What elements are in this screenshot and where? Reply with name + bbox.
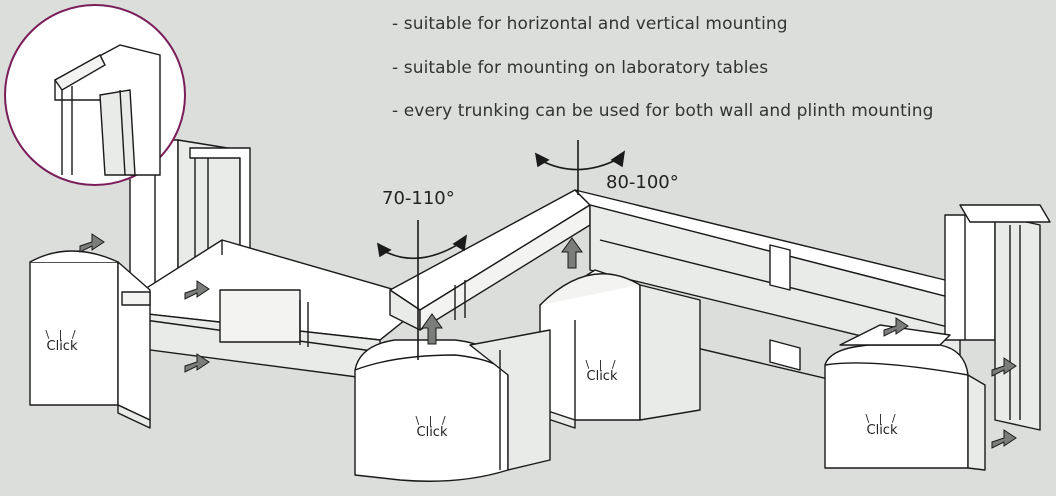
click-rays-icon: \ | / (415, 414, 449, 427)
click-label-corner-piece: \ | / Click (402, 414, 462, 440)
zoom-callout (4, 4, 186, 186)
click-label-center-cover: \ | / Click (572, 358, 632, 384)
assembly-arrow-icon (184, 353, 210, 373)
click-rays-icon: \ | / (45, 328, 79, 341)
assembly-arrow-icon (991, 357, 1017, 377)
click-rays-icon: \ | / (585, 358, 619, 371)
right-horizontal-trunking (574, 189, 961, 411)
right-end-cap (824, 324, 986, 471)
rotation-axes (376, 140, 626, 360)
assembly-arrow-icon (79, 233, 105, 253)
feature-line-1: - suitable for horizontal and vertical m… (392, 14, 788, 34)
feature-line-2: - suitable for mounting on laboratory ta… (392, 58, 769, 78)
click-label-right-cap: \ | / Click (852, 412, 912, 438)
center-raised-trunking (389, 189, 591, 331)
feature-line-3: - every trunking can be used for both wa… (392, 101, 934, 121)
click-rays-icon: \ | / (865, 412, 899, 425)
click-label-left-cap: \ | / Click (32, 328, 92, 354)
center-left-corner-piece (354, 329, 551, 482)
left-end-cap (29, 250, 151, 429)
assembly-arrow-icon (561, 237, 583, 269)
assembly-arrow-icon (883, 317, 909, 337)
right-vertical-trunking (944, 204, 1051, 431)
angle-label-left: 70-110° (382, 188, 455, 209)
center-corner-cover (539, 269, 701, 429)
assembly-arrow-icon (991, 429, 1017, 449)
assembly-arrow-icon (184, 280, 210, 300)
angle-label-right: 80-100° (606, 172, 679, 193)
assembly-arrow-icon (421, 313, 443, 345)
